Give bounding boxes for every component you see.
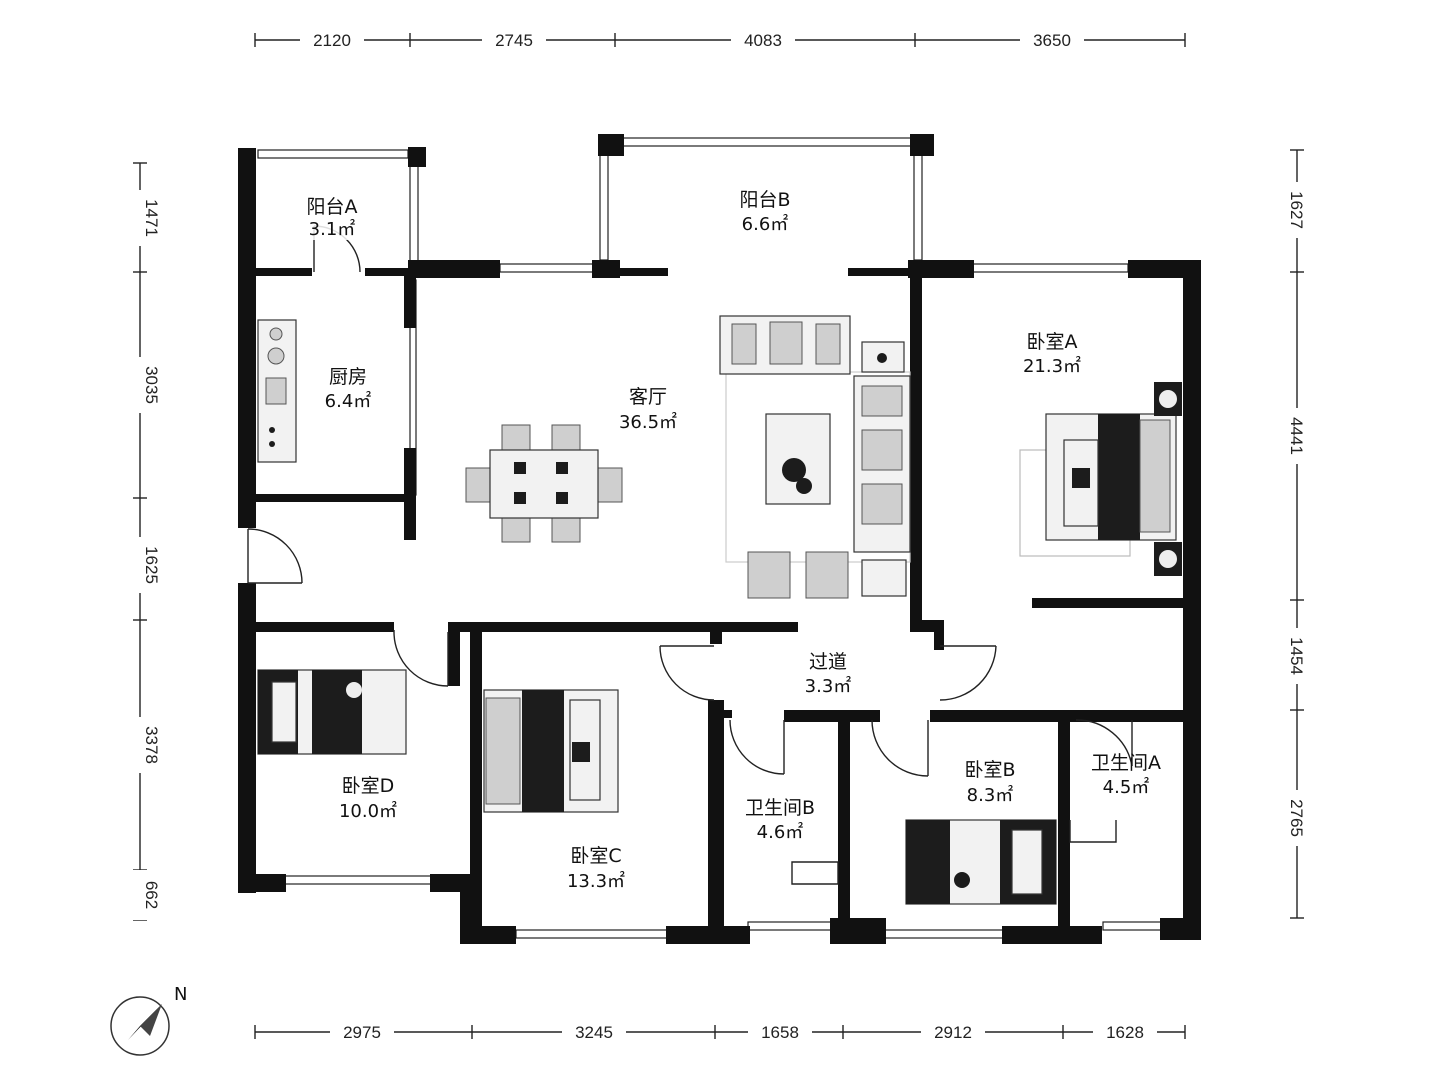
dining-table [465,424,623,543]
room-name-bedroom-c: 卧室C [570,845,621,867]
dim-left-2: 3035 [142,366,161,404]
kitchen-counter [257,319,297,463]
room-area-living: 36.5㎡ [619,411,677,433]
dim-left-1: 1471 [142,199,161,237]
room-area-corridor: 3.3㎡ [805,675,852,697]
room-area-bathroom-a: 4.5㎡ [1103,776,1150,798]
room-name-balcony-b: 阳台B [739,189,790,211]
dim-top-2: 2745 [495,31,533,50]
dim-bottom-1: 2975 [343,1023,381,1042]
compass-north-label: N [174,984,187,1005]
bed-bedroom-b [905,819,1057,905]
room-area-balcony-b: 6.6㎡ [742,213,789,235]
room-area-bedroom-c: 13.3㎡ [567,870,625,892]
room-name-bedroom-a: 卧室A [1027,331,1078,353]
dim-bottom-4: 2912 [934,1023,972,1042]
bed-bedroom-d [257,669,407,755]
dim-left-4: 3378 [142,726,161,764]
room-area-balcony-a: 3.1㎡ [309,218,356,240]
room-name-living: 客厅 [629,386,667,408]
room-labels: 阳台A 3.1㎡ 阳台B 6.6㎡ 厨房 6.4㎡ 客厅 36.5㎡ 卧室A 2… [300,189,1161,892]
dimension-labels-right: 1627 4441 1454 2765 [1285,182,1309,846]
room-name-bedroom-b: 卧室B [964,759,1015,781]
room-name-bathroom-a: 卫生间A [1091,752,1161,774]
room-name-bedroom-d: 卧室D [342,775,395,797]
dim-bottom-3: 1658 [761,1023,799,1042]
living-room-set [719,315,911,599]
dim-bottom-5: 1628 [1106,1023,1144,1042]
room-name-kitchen: 厨房 [329,366,367,388]
bed-bedroom-c [483,689,619,813]
room-name-corridor: 过道 [809,651,847,673]
bathroom-fixtures [791,820,1117,885]
dim-top-1: 2120 [313,31,351,50]
dim-top-4: 3650 [1033,31,1071,50]
dim-bottom-2: 3245 [575,1023,613,1042]
compass: N [110,984,187,1056]
room-name-balcony-a: 阳台A [307,196,358,218]
room-area-bedroom-d: 10.0㎡ [339,800,397,822]
dim-right-2: 4441 [1287,417,1306,455]
room-area-bedroom-b: 8.3㎡ [967,784,1014,806]
room-area-bedroom-a: 21.3㎡ [1023,355,1081,377]
walls [238,134,1201,944]
room-area-bathroom-b: 4.6㎡ [757,821,804,843]
dim-right-1: 1627 [1287,191,1306,229]
dim-left-3: 1625 [142,546,161,584]
room-name-bathroom-b: 卫生间B [745,797,815,819]
bed-bedroom-a [1019,382,1182,576]
dim-right-4: 2765 [1287,799,1306,837]
dimension-labels-left: 1471 3035 1625 3378 662 [128,190,161,920]
dim-right-3: 1454 [1287,637,1306,675]
dim-top-3: 4083 [744,31,782,50]
dimension-labels-bottom: 2975 3245 1658 2912 1628 [330,1020,1157,1044]
room-area-kitchen: 6.4㎡ [325,390,372,412]
doors [247,225,1133,777]
dim-left-5: 662 [142,881,161,909]
dimension-labels-top: 2120 2745 4083 3650 [300,28,1084,52]
